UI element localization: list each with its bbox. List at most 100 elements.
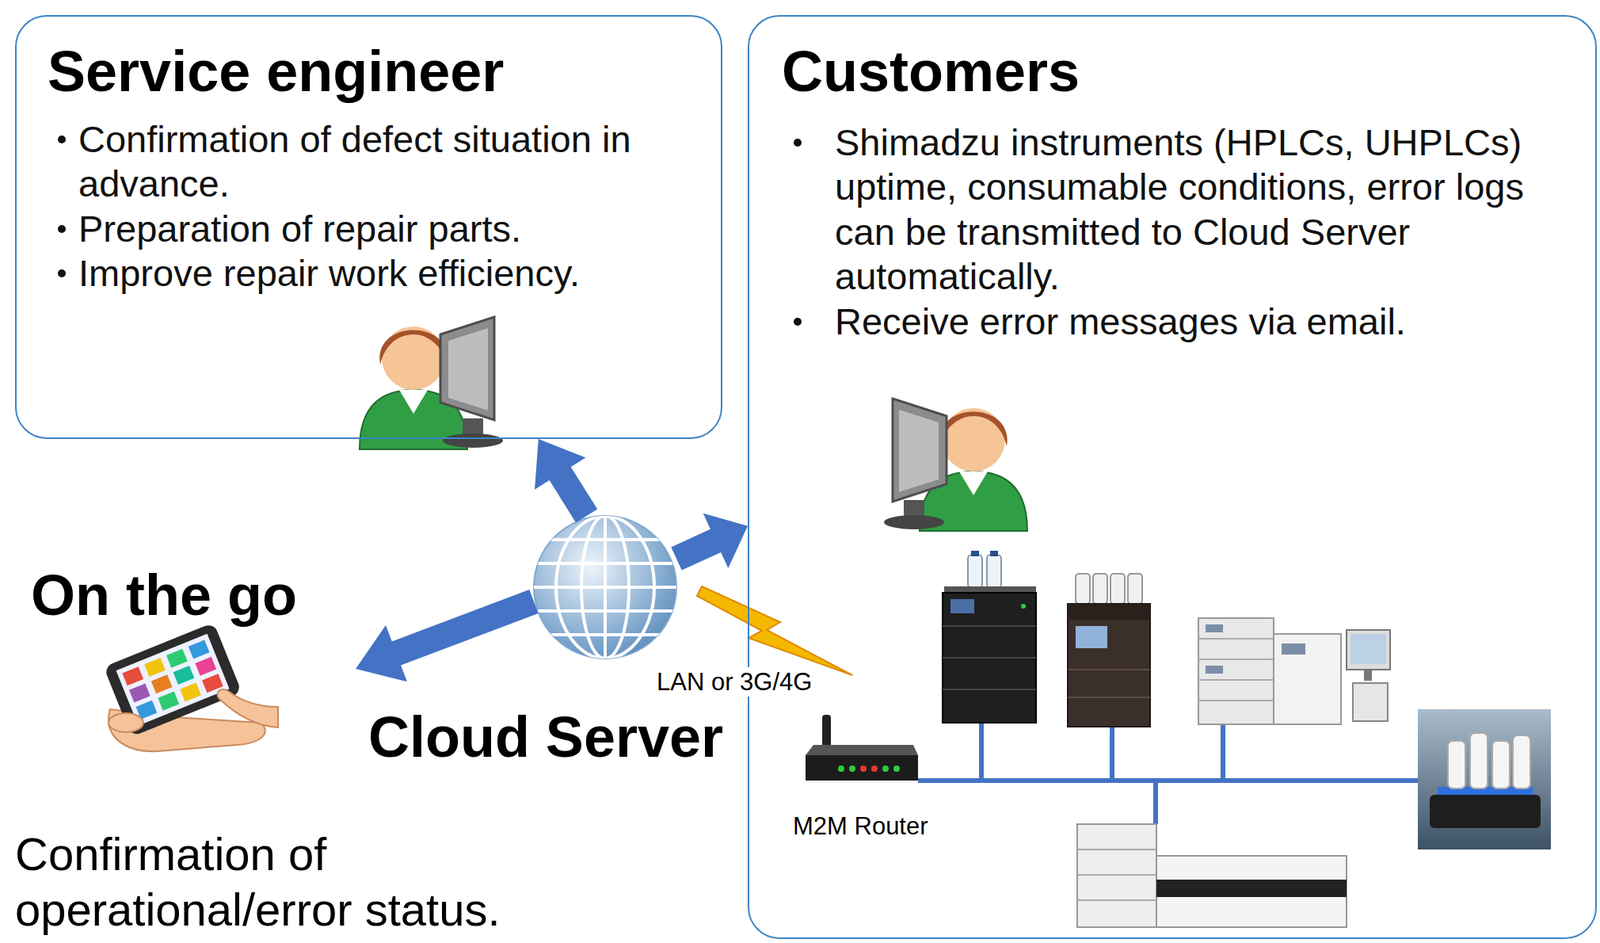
globe-icon: [530, 561, 682, 565]
hplc-instrument: [942, 550, 1037, 723]
hplc-system: [1205, 665, 1223, 674]
engineer-icon: [440, 316, 495, 420]
customer-icon: [939, 411, 1007, 447]
hplc-instrument: [1067, 573, 1151, 727]
sample-rack: [1417, 708, 1551, 850]
sample-rack: [1429, 794, 1541, 828]
globe-icon: [530, 506, 682, 666]
network-wire: [1109, 726, 1115, 781]
hplc-instrument: [942, 656, 1037, 659]
flow-arrow: [534, 438, 598, 523]
uhplc-instrument: [1077, 873, 1157, 876]
hplc-instrument: [1075, 573, 1090, 604]
hplc-system: [1198, 699, 1274, 701]
customers-panel: CustomersShimadzu instruments (HPLCs, UH…: [747, 15, 1597, 939]
smartphone-icon: [194, 656, 217, 676]
hplc-system: [1198, 617, 1274, 724]
flow-arrow: [670, 513, 748, 571]
uhplc-instrument: [1156, 879, 1347, 897]
area-heading: On the go: [30, 562, 298, 629]
hplc-instrument: [944, 586, 1037, 593]
smartphone-icon: [108, 712, 144, 732]
bullet-text: Receive error messages via email.: [834, 299, 1572, 344]
sample-rack: [1512, 735, 1531, 789]
link-label: LAN or 3G/4G: [654, 666, 815, 697]
router-icon: [893, 765, 900, 772]
panel-heading: Service engineer: [47, 38, 504, 105]
smartphone-icon: [179, 681, 202, 701]
globe-icon: [530, 609, 682, 613]
hplc-instrument: [950, 598, 975, 614]
sample-rack: [1447, 740, 1466, 789]
hplc-instrument: [942, 624, 1037, 627]
smartphone-icon: [103, 622, 279, 752]
hplc-instrument: [942, 688, 1037, 690]
router-icon: [805, 714, 919, 781]
uhplc-instrument: [1077, 823, 1347, 927]
hplc-instrument: [1067, 603, 1151, 727]
hplc-system: [1281, 643, 1306, 655]
hplc-instrument: [971, 550, 980, 557]
uhplc-instrument: [1077, 823, 1157, 927]
router-icon: [860, 765, 867, 772]
bullet-dot: [57, 135, 66, 144]
hplc-instrument: [1067, 668, 1151, 671]
bullet-dot: [793, 317, 802, 326]
router-icon: [849, 765, 856, 772]
customer-icon: [899, 409, 939, 492]
network-wire: [979, 722, 984, 781]
panel-heading: Customers: [781, 38, 1080, 105]
smartphone-icon: [173, 665, 195, 685]
engineer-icon: [448, 327, 488, 411]
device-label: M2M Router: [790, 811, 931, 841]
customer-icon: [959, 471, 988, 496]
bullet-text: Shimadzu instruments (HPLCs, UHPLCs) upt…: [834, 120, 1572, 300]
network-wire: [1220, 723, 1226, 781]
cloud-server-node: Cloud Server: [533, 515, 677, 659]
bullet-dot: [793, 138, 802, 147]
network-wire: [918, 722, 1420, 824]
hplc-system: [1198, 678, 1274, 681]
hplc-instrument: [1020, 603, 1026, 609]
hplc-instrument: [1067, 603, 1151, 620]
smartphone-icon: [151, 674, 173, 694]
engineer-icon: [359, 316, 503, 450]
hplc-instrument: [1127, 573, 1143, 604]
customer-icon: [883, 398, 1028, 531]
sample-rack: [1492, 740, 1510, 789]
globe-icon: [530, 537, 682, 541]
customer-icon: [892, 398, 947, 502]
hplc-system: [1352, 682, 1388, 721]
smartphone-icon: [166, 648, 188, 668]
hplc-system: [1198, 637, 1274, 640]
hplc-system: [1346, 629, 1391, 670]
hplc-system: [1198, 658, 1274, 660]
bullet-text: Preparation of repair parts.: [78, 206, 633, 252]
smartphone-icon: [144, 657, 166, 677]
globe-icon: [530, 632, 682, 637]
smartphone-icon: [103, 622, 243, 737]
smartphone-icon: [116, 633, 230, 726]
bullet-dot: [57, 269, 66, 278]
bullet-dot: [57, 224, 66, 233]
router-icon: [805, 744, 919, 755]
smartphone-icon: [157, 691, 180, 711]
hplc-instrument: [1093, 573, 1108, 604]
cloud-label: Cloud Server: [361, 704, 730, 770]
router-icon: [838, 765, 845, 772]
smartphone-icon: [121, 666, 144, 686]
hplc-system: [1363, 669, 1372, 681]
smartphone-icon: [129, 683, 151, 703]
wireless-bolt: [697, 586, 853, 675]
sample-rack: [1417, 708, 1551, 850]
wireless-bolt: [697, 586, 853, 675]
hplc-instrument: [1075, 625, 1108, 648]
router-icon: [871, 765, 878, 772]
smartphone-icon: [217, 689, 279, 728]
service-engineer-panel: Service engineerConfirmation of defect s…: [15, 15, 723, 439]
hplc-instrument: [990, 550, 999, 557]
network-wire: [918, 777, 1420, 783]
hplc-instrument: [1110, 573, 1125, 604]
bullet-text: Improve repair work efficiency.: [78, 251, 633, 296]
